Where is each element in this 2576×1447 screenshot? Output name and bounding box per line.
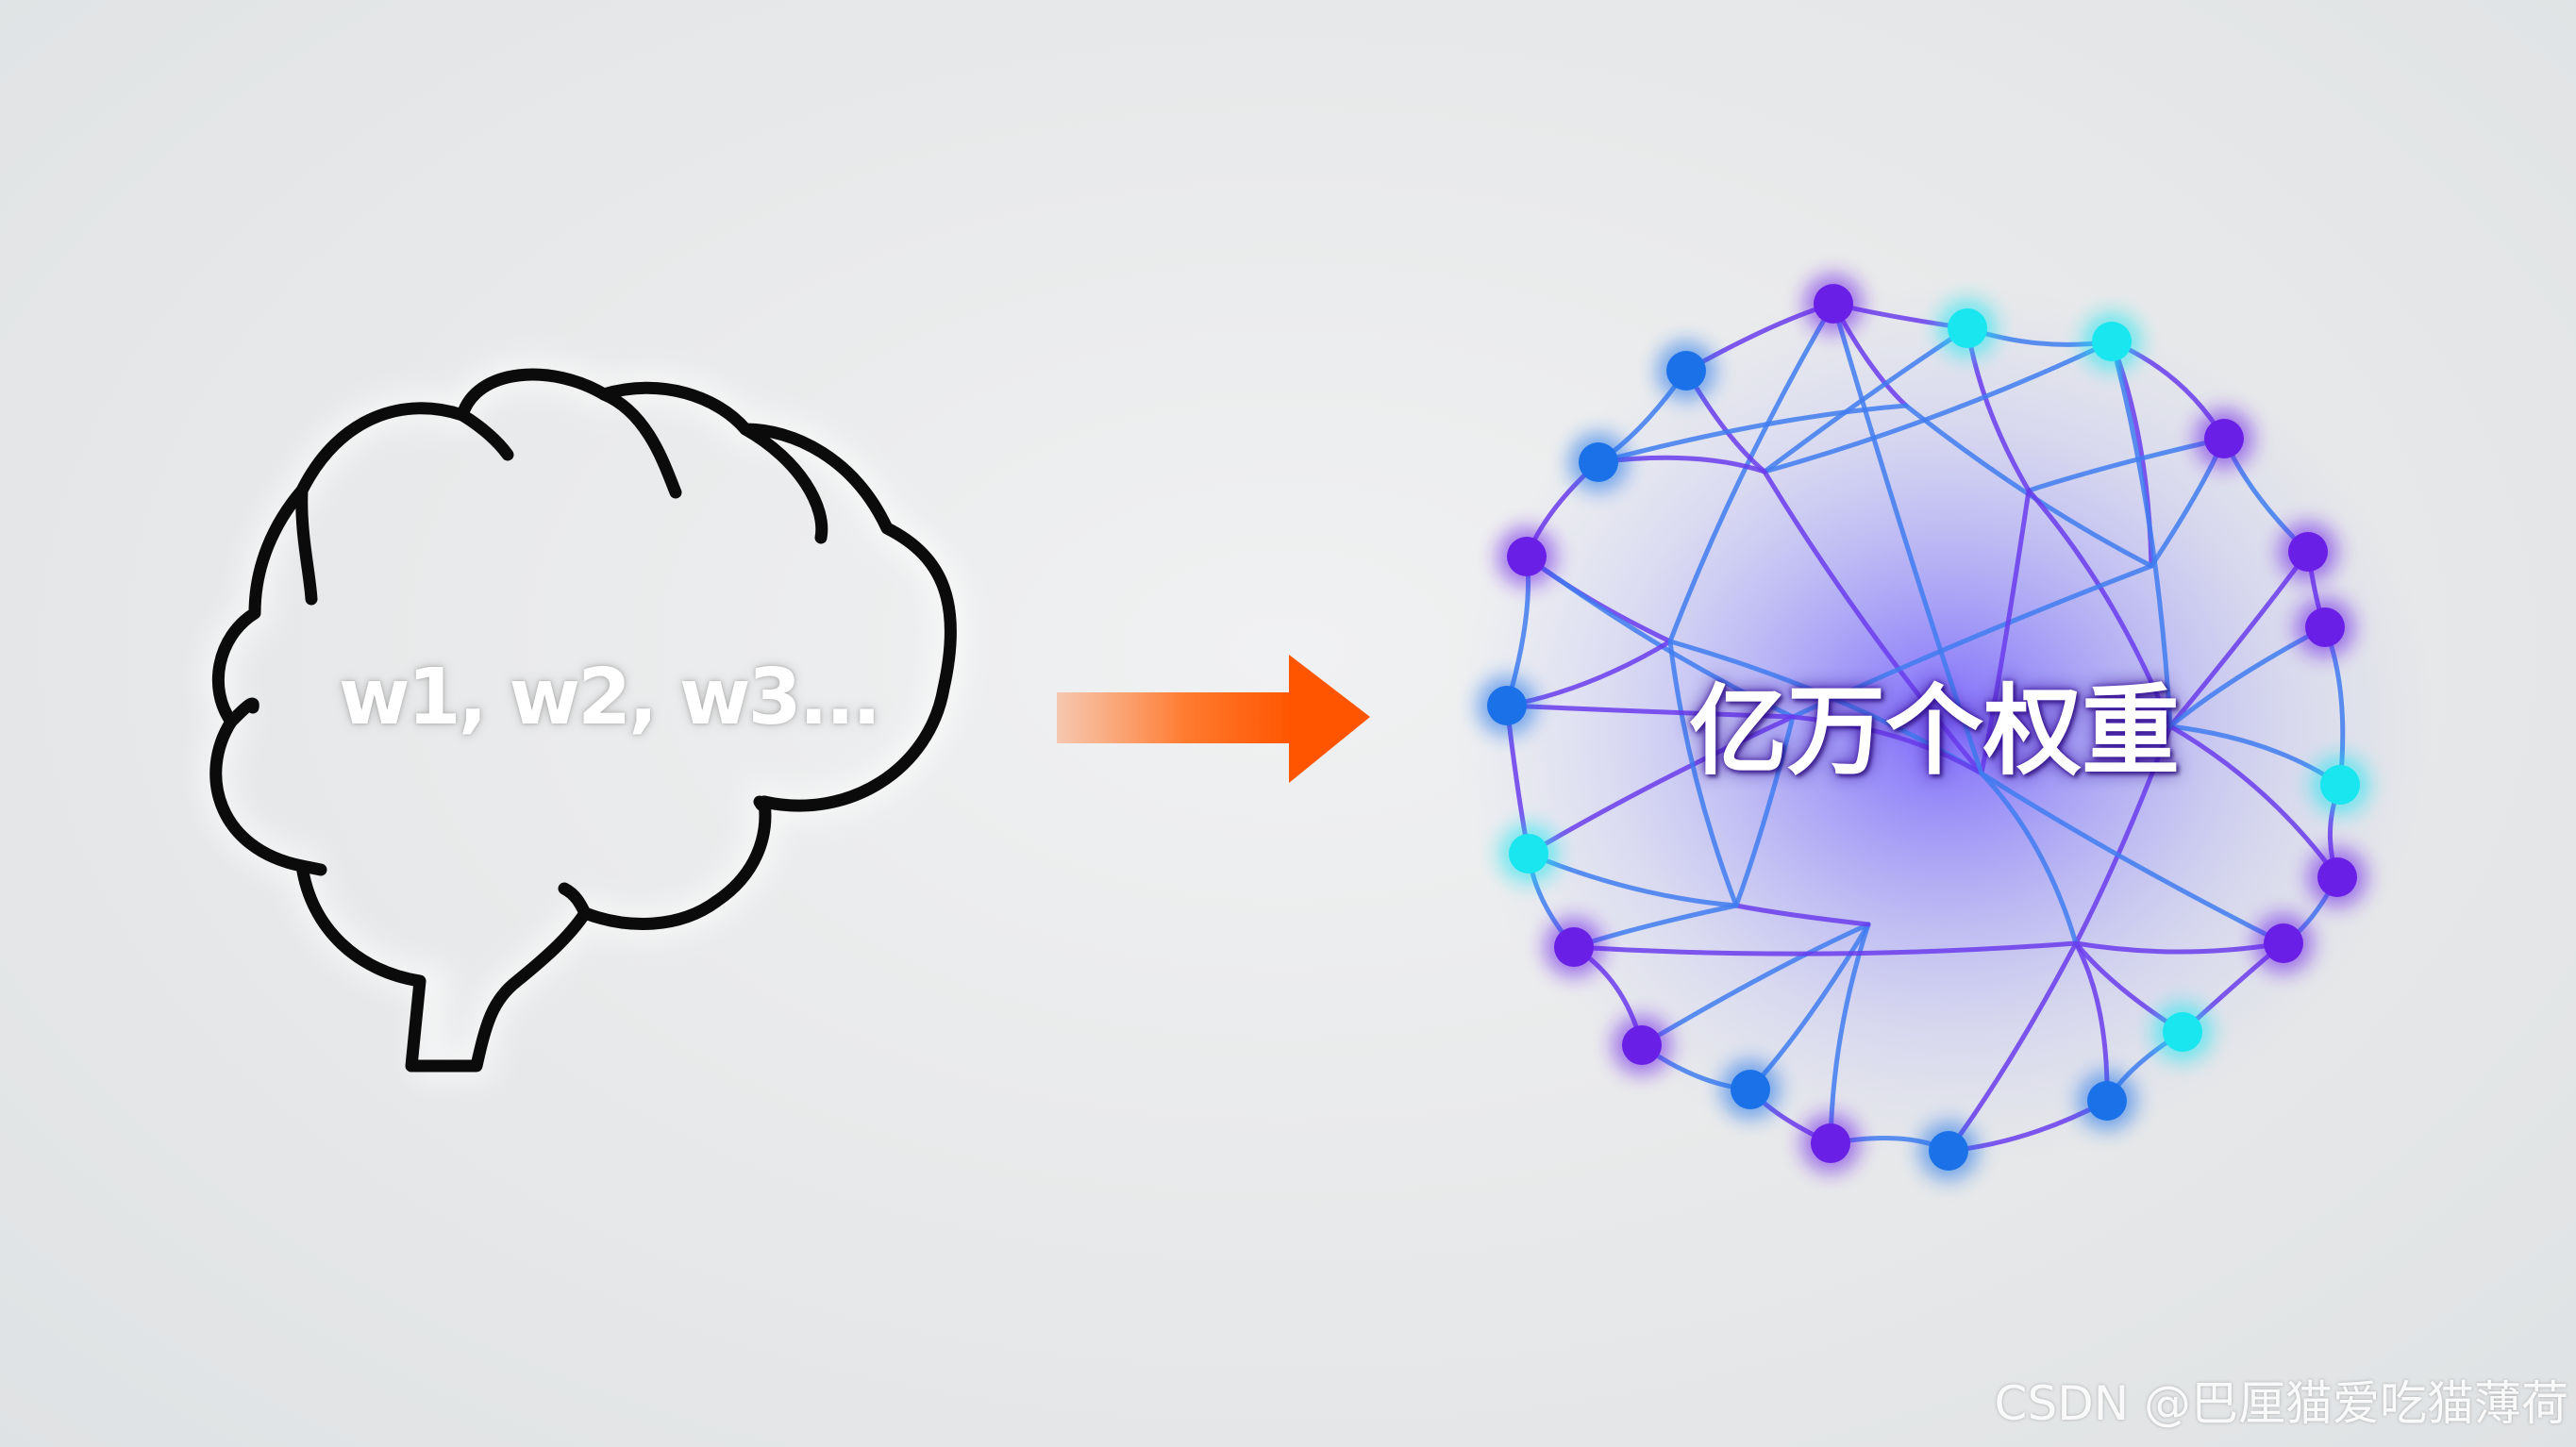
brain-outline-icon	[199, 358, 967, 1082]
network-edge	[1979, 771, 2079, 946]
network-node	[2320, 765, 2360, 805]
network-node	[2163, 1012, 2202, 1052]
network-weights-label: 亿万个权重	[1688, 674, 2180, 789]
network-node	[1507, 537, 1547, 576]
network-edge	[1831, 301, 1984, 776]
network-edge	[1790, 563, 2154, 720]
brain-weights-label: w1, w2, w3...	[338, 653, 881, 742]
network-edge	[2109, 339, 2173, 729]
neural-network-icon	[1453, 274, 2434, 1181]
network-node	[2288, 532, 2328, 572]
network-edge	[1571, 940, 2079, 956]
network-node	[1811, 1123, 1850, 1163]
network-edge	[2073, 724, 2173, 946]
network-edge	[1979, 771, 2286, 946]
network-node	[1948, 308, 1987, 348]
network-node	[2087, 1081, 2127, 1121]
network-node	[1509, 834, 1548, 873]
network-node	[2204, 419, 2244, 458]
network-node	[2317, 857, 2357, 897]
network-node	[1814, 284, 1853, 324]
network-node	[1579, 442, 1618, 482]
network-edge	[1596, 403, 1909, 465]
network-edge	[1526, 714, 1796, 857]
network-node	[1731, 1070, 1770, 1109]
network-edge	[1639, 922, 1871, 1048]
network-node	[2264, 923, 2303, 963]
network-edge	[1667, 639, 1739, 908]
network-edge	[1979, 488, 2032, 776]
network-edge	[1762, 469, 1984, 776]
network-edge	[1790, 714, 1984, 776]
network-nodes	[1477, 274, 2370, 1181]
network-node	[1622, 1025, 1662, 1065]
network-node	[1554, 927, 1594, 967]
network-edge	[1733, 714, 1796, 908]
network-edge	[1504, 703, 1796, 720]
network-node	[1487, 686, 1527, 725]
network-edge	[1762, 339, 2115, 474]
watermark-text: CSDN @巴厘猫爱吃猫薄荷	[1994, 1376, 2568, 1431]
arrow-right-icon	[1057, 655, 1370, 783]
network-node	[2305, 607, 2345, 647]
network-edge	[1733, 903, 1871, 927]
network-edge	[1667, 301, 1836, 644]
network-edge	[2026, 488, 2173, 729]
network-node	[1666, 351, 1706, 391]
network-node	[1929, 1131, 1968, 1171]
network-node	[2092, 322, 2132, 361]
